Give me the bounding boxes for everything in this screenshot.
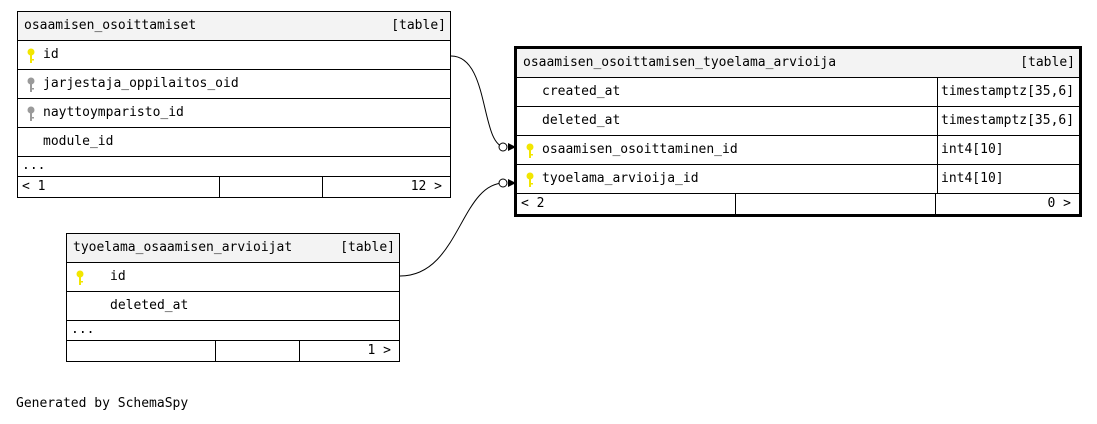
edge-crowfoot-2 [508, 179, 516, 187]
edge-end-circle-2 [498, 178, 508, 188]
column-row[interactable]: jarjestaja_oppilaitos_oid [18, 70, 450, 99]
table-kind: [table] [391, 18, 446, 33]
table-name: osaamisen_osoittamiset [24, 18, 197, 33]
column-name: tyoelama_arvioija_id [542, 171, 699, 186]
column-row[interactable]: osaamisen_osoittaminen_id int4[10] [517, 136, 1079, 165]
column-type: int4[10] [937, 165, 1004, 193]
table-kind: [table] [340, 240, 395, 255]
more-columns: ... [18, 157, 450, 177]
primary-key-icon [526, 172, 534, 187]
column-row[interactable]: tyoelama_arvioija_id int4[10] [517, 165, 1079, 194]
column-row[interactable]: id [18, 41, 450, 70]
column-row[interactable]: created_at timestamptz[35,6] [517, 78, 1079, 107]
table-footer: 1 > [67, 341, 399, 361]
table-tyoelama-osaamisen-arvioijat[interactable]: tyoelama_osaamisen_arvioijat [table] id … [66, 233, 400, 362]
column-name: id [43, 47, 59, 62]
table-kind: [table] [1020, 55, 1075, 70]
foreign-key-icon [27, 106, 35, 121]
column-type: timestamptz[35,6] [937, 78, 1074, 106]
column-row[interactable]: module_id [18, 128, 450, 157]
column-name: created_at [542, 84, 621, 99]
table-osaamisen-osoittamiset[interactable]: osaamisen_osoittamiset [table] id jarjes… [17, 11, 451, 198]
column-name: osaamisen_osoittaminen_id [542, 142, 738, 157]
edge-end-circle-1 [498, 142, 508, 152]
column-row[interactable]: id [67, 263, 399, 292]
column-name: deleted_at [542, 113, 621, 128]
table-header: osaamisen_osoittamiset [table] [18, 12, 450, 41]
table-header: osaamisen_osoittamisen_tyoelama_arvioija… [517, 49, 1079, 78]
edge-tyoelama-arvioijat [399, 182, 506, 277]
column-row[interactable]: deleted_at [67, 292, 399, 321]
column-type: timestamptz[35,6] [937, 107, 1074, 135]
column-name: deleted_at [110, 298, 189, 313]
parents-count[interactable]: < 1 [22, 179, 46, 194]
parents-count[interactable]: < 2 [521, 196, 545, 211]
table-name: osaamisen_osoittamisen_tyoelama_arvioija [523, 55, 837, 70]
children-count[interactable]: 0 > [1047, 196, 1071, 211]
children-count[interactable]: 1 > [367, 343, 391, 358]
generator-caption: Generated by SchemaSpy [16, 396, 189, 411]
column-name: id [110, 269, 126, 284]
column-name: module_id [43, 134, 114, 149]
table-footer: < 1 12 > [18, 177, 450, 197]
column-row[interactable]: nayttoymparisto_id [18, 99, 450, 128]
primary-key-icon [76, 270, 84, 285]
edge-osaamisen-osoittamiset [450, 55, 506, 148]
more-columns: ... [67, 321, 399, 341]
table-osaamisen-osoittamisen-tyoelama-arvioija[interactable]: osaamisen_osoittamisen_tyoelama_arvioija… [514, 46, 1082, 217]
column-name: nayttoymparisto_id [43, 105, 184, 120]
edge-crowfoot-1 [508, 143, 516, 151]
foreign-key-icon [27, 77, 35, 92]
children-count[interactable]: 12 > [410, 179, 442, 194]
column-row[interactable]: deleted_at timestamptz[35,6] [517, 107, 1079, 136]
table-footer: < 2 0 > [517, 194, 1079, 214]
column-type: int4[10] [937, 136, 1004, 164]
table-name: tyoelama_osaamisen_arvioijat [73, 240, 293, 255]
column-name: jarjestaja_oppilaitos_oid [43, 76, 239, 91]
primary-key-icon [526, 143, 534, 158]
table-header: tyoelama_osaamisen_arvioijat [table] [67, 234, 399, 263]
primary-key-icon [27, 48, 35, 63]
